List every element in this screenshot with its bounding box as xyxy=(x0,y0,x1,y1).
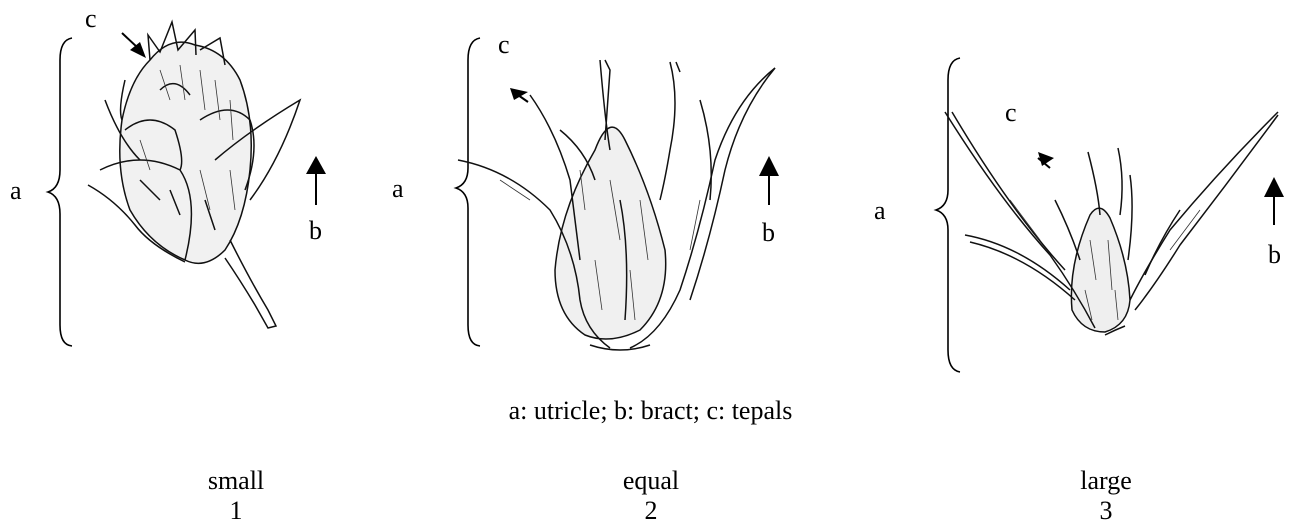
caption-number: 3 xyxy=(1006,496,1206,526)
caption-word: equal xyxy=(551,466,751,496)
utricle-drawing-small xyxy=(0,0,400,380)
brace-a xyxy=(456,38,480,346)
label-bract: b xyxy=(309,218,322,244)
caption-equal: equal 2 xyxy=(551,466,751,526)
utricle-drawing-equal xyxy=(380,0,820,380)
label-bract: b xyxy=(762,220,775,246)
panel-small: a c b xyxy=(0,0,400,380)
legend: a: utricle; b: bract; c: tepals xyxy=(0,396,1301,426)
label-utricle: a xyxy=(10,178,22,204)
caption-small: small 1 xyxy=(136,466,336,526)
caption-word: small xyxy=(136,466,336,496)
caption-number: 2 xyxy=(551,496,751,526)
label-tepals: c xyxy=(85,6,97,32)
brace-a xyxy=(936,58,960,372)
panel-equal: a c b xyxy=(380,0,820,380)
caption-large: large 3 xyxy=(1006,466,1206,526)
label-utricle: a xyxy=(874,198,886,224)
utricle-drawing-large xyxy=(860,0,1301,380)
label-bract: b xyxy=(1268,242,1281,268)
caption-word: large xyxy=(1006,466,1206,496)
brace-a xyxy=(48,38,72,346)
caption-number: 1 xyxy=(136,496,336,526)
label-tepals: c xyxy=(1005,100,1017,126)
label-tepals: c xyxy=(498,32,510,58)
panel-large: a c b xyxy=(860,0,1301,380)
label-utricle: a xyxy=(392,176,404,202)
